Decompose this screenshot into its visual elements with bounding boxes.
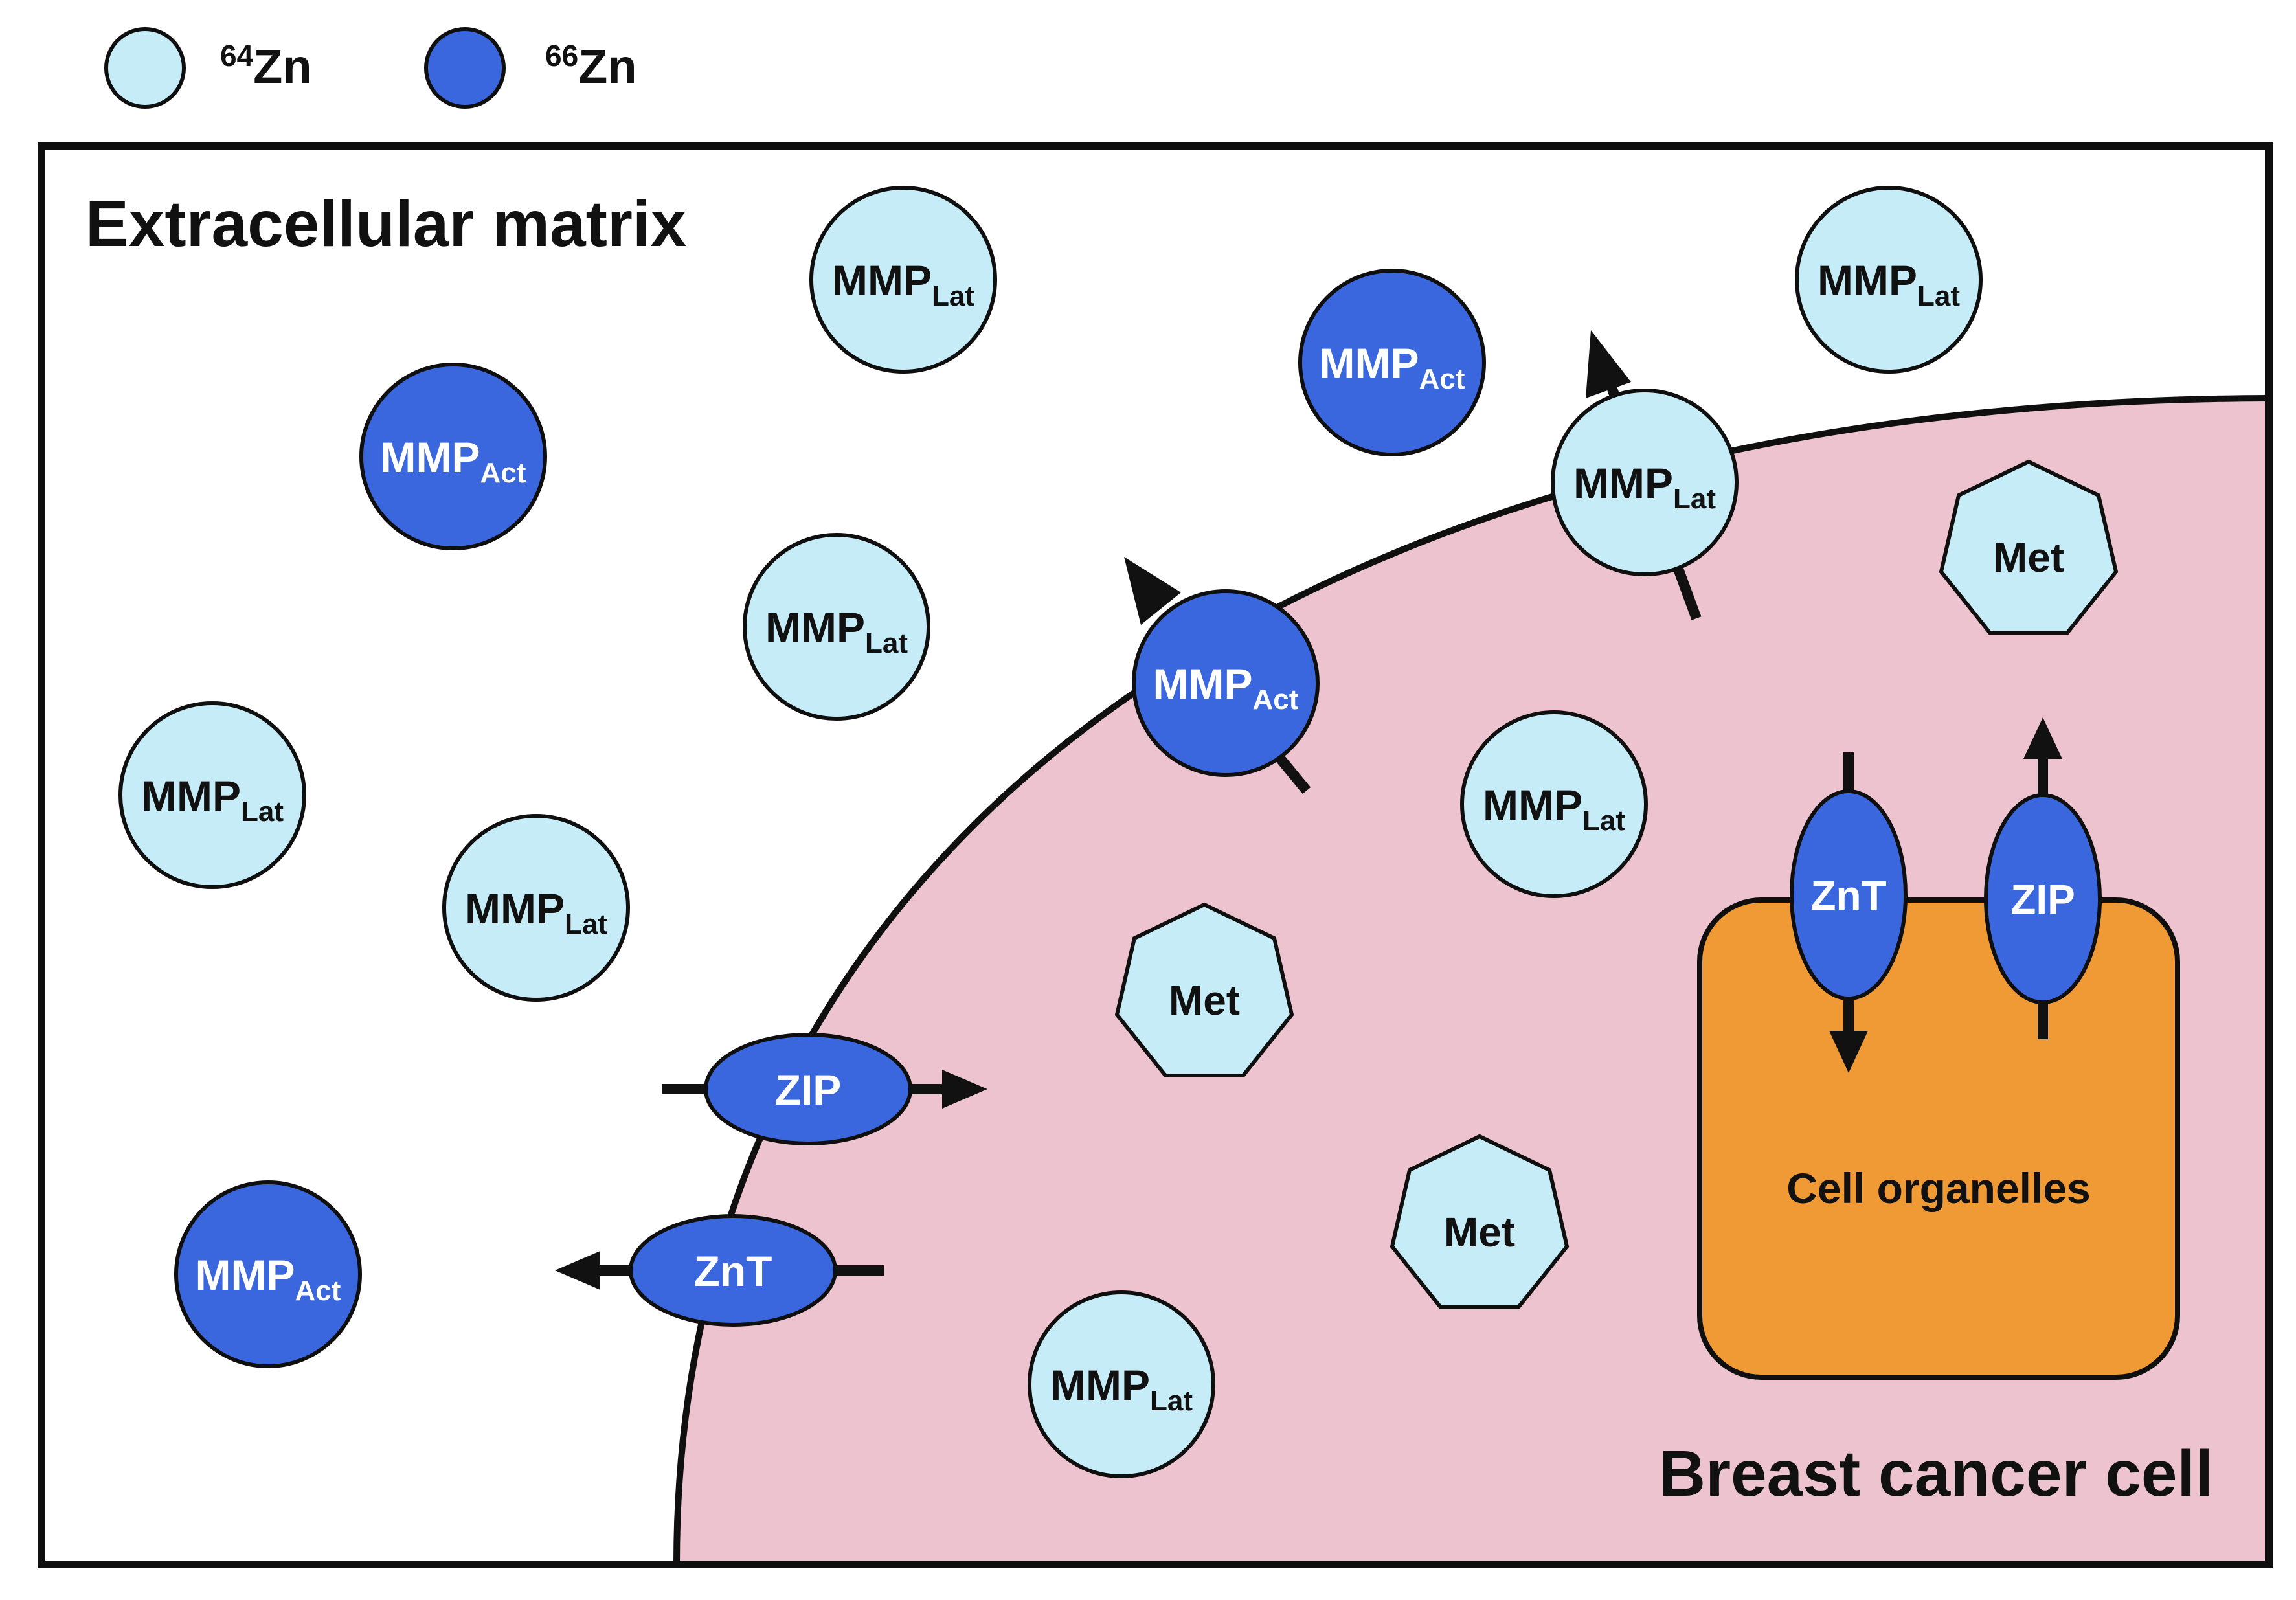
mmp-active-circle [1298, 269, 1486, 456]
mmp-active-circle [359, 363, 547, 550]
met-2: Met [1114, 902, 1294, 1077]
mmp-latent-circle [1028, 1290, 1215, 1478]
mmp-latent-circle [442, 814, 630, 1002]
mmp-latent-label: MMPLat [465, 885, 607, 940]
mmp-active-2: MMPAct [359, 363, 547, 550]
mmp-latent-membrane: MMPLat [1551, 389, 1739, 576]
zip-transporter-label: ZIP [775, 1066, 842, 1114]
znt-transporter-organelle: ZnT [1790, 789, 1908, 1000]
met-heptagon [1114, 902, 1294, 1077]
znt-transporter-shape [629, 1214, 837, 1327]
mmp-latent-label: MMPLat [832, 256, 974, 312]
mmp-latent-label: MMPLat [1050, 1361, 1193, 1417]
mmp-latent-circle [118, 701, 306, 889]
mmp-active-circle [1132, 589, 1320, 777]
legend: 64Zn 66Zn [104, 27, 637, 109]
mmp-latent-label: MMPLat [1573, 459, 1716, 515]
znt-transporter-label: ZnT [694, 1247, 772, 1295]
met-heptagon [1939, 459, 2119, 635]
mmp-active-label: MMPAct [1320, 339, 1465, 395]
mmp-lat-membrane-arrow-head [1586, 330, 1631, 398]
mmp-latent-circle [1460, 710, 1648, 898]
mmp-latent-6: MMPLat [1460, 710, 1648, 898]
mmp-latent-circle [1795, 186, 1983, 374]
zip-organelle-shape [1984, 793, 2102, 1004]
mmp-latent-4: MMPLat [118, 701, 306, 889]
mmp-act-membrane-arrow-head [1124, 557, 1181, 625]
mmp-active-label: MMPAct [381, 433, 526, 489]
breast-cancer-cell-title: Breast cancer cell [1659, 1437, 2213, 1510]
mmp-latent-2: MMPLat [1795, 186, 1983, 374]
znt-organelle-shape [1790, 789, 1908, 1000]
met-label: Met [1444, 1209, 1515, 1256]
organelle-body [1697, 897, 2180, 1380]
mmp-latent-label: MMPLat [1483, 781, 1625, 837]
mmp-latent-5: MMPLat [442, 814, 630, 1002]
extracellular-matrix-title: Extracellular matrix [85, 188, 686, 260]
mmp-latent-circle [1551, 389, 1739, 576]
mmp-active-1: MMPAct [1298, 269, 1486, 456]
znt-organelle-label: ZnT [1810, 872, 1886, 919]
zip-transporter-shape [704, 1033, 912, 1145]
mmp-latent-circle [809, 186, 997, 374]
mmp-latent-label: MMPLat [765, 603, 908, 659]
mmp-latent-circle [743, 533, 930, 721]
legend-zn64-marker [104, 27, 186, 109]
mmp-latent-7: MMPLat [1028, 1290, 1215, 1478]
mmp-active-circle [174, 1180, 362, 1368]
mmp-active-label: MMPAct [1153, 660, 1299, 715]
mmp-latent-1: MMPLat [809, 186, 997, 374]
legend-zn66-marker [424, 27, 506, 109]
mmp-active-3: MMPAct [174, 1180, 362, 1368]
met-1: Met [1939, 459, 2119, 635]
met-3: Met [1390, 1134, 1570, 1309]
mmp-active-label: MMPAct [196, 1251, 341, 1307]
zip-transporter-organelle: ZIP [1984, 793, 2102, 1004]
mmp-latent-3: MMPLat [743, 533, 930, 721]
mmp-active-membrane: MMPAct [1132, 589, 1320, 777]
met-label: Met [1993, 534, 2064, 581]
cell-organelles-label: Cell organelles [1786, 1164, 2091, 1212]
mmp-latent-label: MMPLat [1818, 256, 1960, 312]
mmp-latent-label: MMPLat [141, 772, 284, 828]
legend-zn66-label: 66Zn [545, 39, 637, 93]
znt-membrane-arrow-head [555, 1251, 600, 1290]
diagram-border [38, 142, 2273, 1568]
zip-transporter-membrane: ZIP [704, 1033, 912, 1145]
cell-organelles: Cell organelles [1697, 897, 2180, 1380]
zip-organelle-arrow-head [2023, 717, 2062, 759]
zip-membrane-arrow-head [942, 1070, 987, 1109]
znt-organelle-arrow-head [1829, 1031, 1868, 1073]
met-heptagon [1390, 1134, 1570, 1309]
zip-organelle-label: ZIP [2010, 876, 2075, 923]
legend-zn64-label: 64Zn [220, 39, 312, 93]
znt-transporter-membrane: ZnT [629, 1214, 837, 1327]
met-label: Met [1169, 977, 1240, 1024]
